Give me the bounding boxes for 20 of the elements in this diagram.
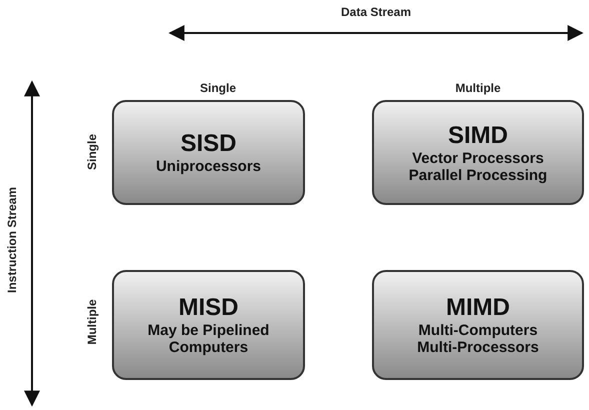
category-box [112, 100, 305, 205]
axis-title: Data Stream [340, 5, 412, 19]
category-box [372, 270, 584, 380]
box-text: Uniprocessors [156, 158, 262, 175]
row-label: Single [85, 134, 99, 170]
box-text: May be Pipelined Computers [146, 322, 270, 356]
category-box [112, 270, 305, 380]
box-text: Vector Processors [412, 150, 544, 166]
box-heading: MISD [178, 294, 238, 322]
axis-title: Instruction Stream [5, 186, 19, 294]
category-box [372, 100, 584, 205]
column-label: Single [200, 81, 236, 95]
box-text: Multi-Computers [418, 322, 538, 339]
box-heading: MIMD [446, 294, 510, 322]
column-label: Multiple [455, 81, 501, 95]
box-text: Parallel Processing [408, 166, 548, 184]
box-heading: SIMD [448, 122, 508, 150]
box-heading: SISD [180, 130, 236, 158]
row-label: Multiple [85, 299, 99, 345]
box-text: Multi-Processors [417, 339, 539, 356]
